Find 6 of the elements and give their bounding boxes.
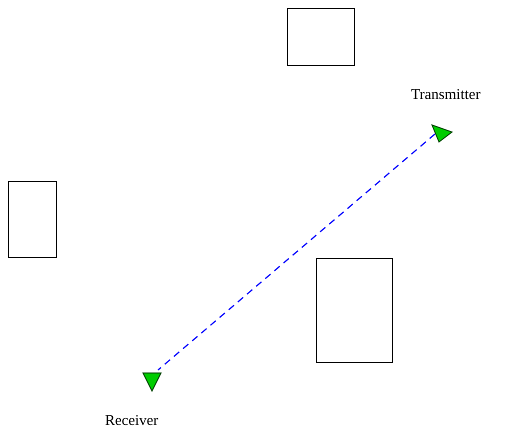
node-label: Transmitter	[411, 88, 480, 103]
obstacle-box	[8, 181, 57, 258]
node-label: Receiver	[105, 414, 158, 429]
obstacle-box	[287, 8, 355, 66]
obstacle-box	[316, 258, 393, 363]
signal-path	[158, 134, 436, 370]
